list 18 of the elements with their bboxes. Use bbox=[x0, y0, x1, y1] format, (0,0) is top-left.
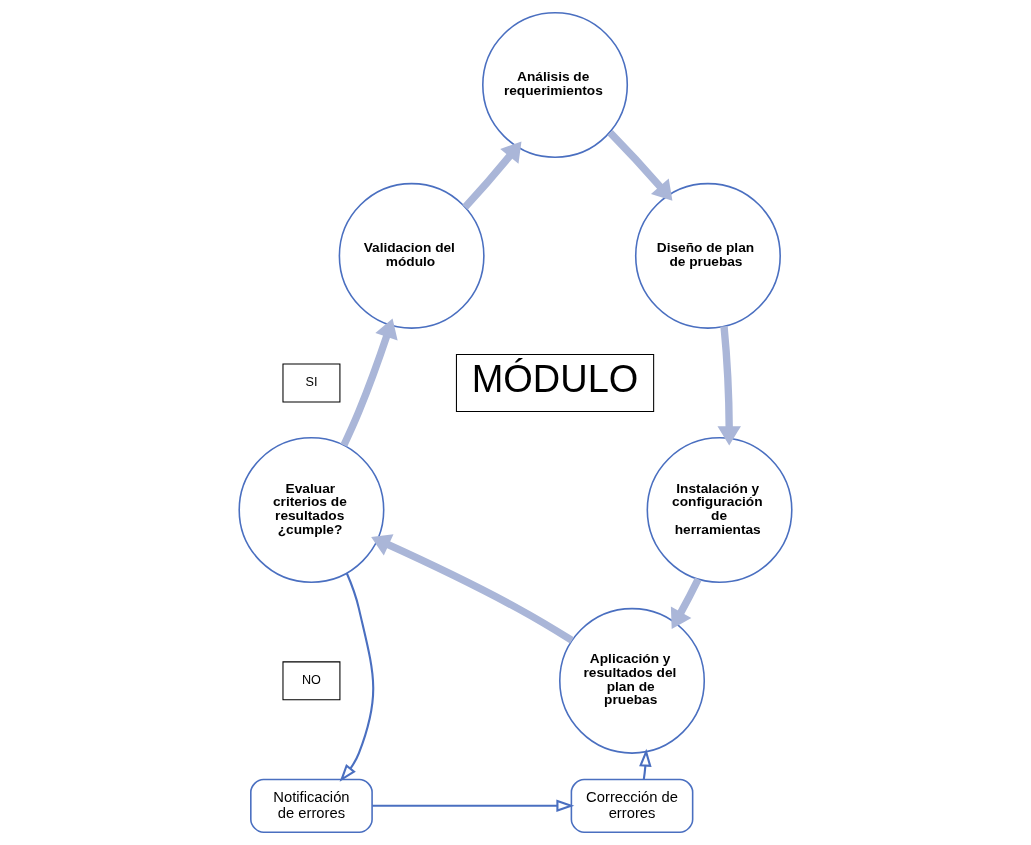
arrow bbox=[339, 572, 375, 782]
arrow bbox=[371, 534, 574, 644]
node-circle: Validacion del módulo bbox=[338, 182, 485, 329]
node-circle: Instalación y configuración de herramientas bbox=[646, 437, 793, 584]
node-circle: Análisis de requerimientos bbox=[482, 12, 629, 159]
node-box: Corrección de errores bbox=[570, 778, 694, 833]
arrow bbox=[372, 799, 575, 813]
arrow bbox=[607, 130, 673, 201]
node-box: NO bbox=[282, 661, 341, 701]
arrow bbox=[462, 141, 522, 210]
arrow bbox=[340, 318, 398, 447]
arrow bbox=[670, 577, 702, 629]
node-box: SI bbox=[282, 363, 341, 403]
node-box: Notificación de errores bbox=[250, 778, 373, 833]
node-circle: Diseño de plan de pruebas bbox=[634, 182, 781, 329]
node-circle: Evaluar criterios de resultados ¿cumple? bbox=[238, 437, 385, 584]
node-box: MÓDULO bbox=[455, 353, 655, 412]
arrow bbox=[639, 748, 652, 780]
